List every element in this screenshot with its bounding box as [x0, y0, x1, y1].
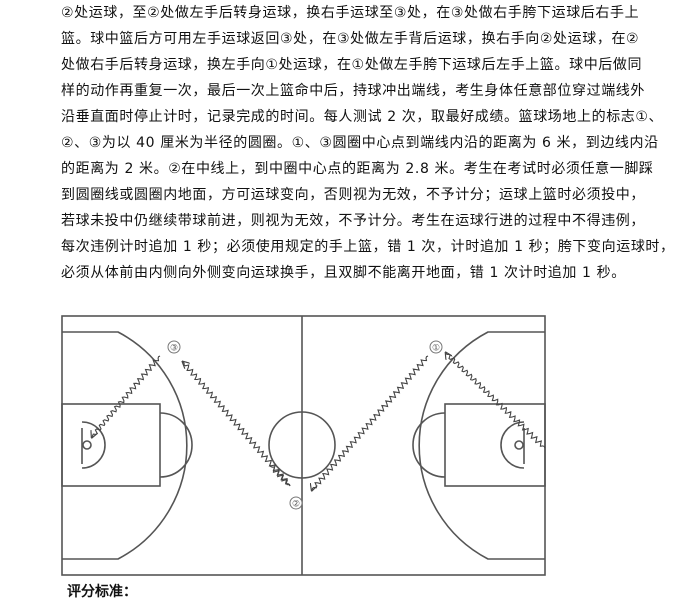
marker-circle-icon [429, 340, 443, 354]
paragraph-line: ②、③为以 40 厘米为半径的圆圈。①、③圆圈中心点到端线内沿的距离为 6 米，… [61, 135, 659, 151]
paragraph-line: 若球未投中仍继续带球前进，则视为无效，不予计分。考生在运球行进的过程中不得违例， [61, 213, 645, 229]
marker-3: ③ [167, 340, 181, 354]
dribble-path-3-to-left-basket [92, 355, 161, 437]
right-hoop [514, 440, 524, 450]
dribble-path-1-to-2 [312, 355, 429, 490]
paragraph-line: 样的动作再重复一次，最后一次上篮命中后，持球冲出端线，考生身体任意部位穿过端线外 [61, 83, 645, 99]
marker-1-label: ① [432, 344, 440, 354]
right-restricted-arc [500, 421, 525, 469]
right-three-point-arc [418, 331, 545, 560]
paragraph-line: 篮。球中篮后方可用左手运球返回③处，在③处做左手背后运球，换右手向②处运球，在② [61, 31, 640, 47]
right-key [444, 403, 546, 487]
paragraph-line: 必须从体前由内侧向外侧变向运球换手，且双脚不能离开地面，错 1 次计时追加 1 … [61, 265, 626, 281]
scoring-criteria-heading: 评分标准： [67, 584, 137, 600]
paragraph-line: 到圆圈线或圆圈内地面，方可运球变向，否则视为无效，不予计分；运球上篮时必须投中， [61, 187, 645, 203]
instructions-paragraph: ②处运球，至②处做左手后转身运球，换右手运球至③处，在③处做右手胯下运球后右手上… [61, 0, 675, 286]
left-restricted-arc [81, 421, 106, 469]
left-three-point-arc [62, 331, 188, 560]
left-free-throw-arc [159, 412, 193, 478]
dribble-path-center-to-2-left [269, 464, 291, 487]
marker-2: ② [289, 496, 303, 510]
marker-circle-icon [167, 340, 181, 354]
marker-2-label: ② [292, 500, 300, 510]
marker-circle-icon [289, 496, 303, 510]
paragraph-line: ②处运球，至②处做左手后转身运球，换右手运球至③处，在③处做右手胯下运球后右手上 [61, 5, 640, 21]
left-hoop [82, 440, 92, 450]
paragraph-line: 沿垂直面时停止计时，记录完成的时间。每人测试 2 次，取最好成绩。篮球场地上的标… [61, 109, 664, 125]
center-circle [268, 411, 336, 479]
paragraph-line: 的距离为 2 米。②在中线上，到中圈中心点的距离为 2.8 米。考生在考试时必须… [61, 161, 654, 177]
marker-1: ① [429, 340, 443, 354]
marker-3-label: ③ [170, 344, 178, 354]
dribble-path-2-to-3 [183, 362, 291, 487]
left-key [61, 403, 161, 487]
dribble-path-right-basket-to-1 [446, 353, 546, 449]
court-boundary [61, 315, 546, 576]
paragraph-line: 处做右手后转身运球，换左手向①处运球，在①处做左手胯下运球后左手上篮。球中后做同 [61, 57, 643, 73]
paragraph-line: 每次违例计时追加 1 秒；必须使用规定的手上篮，错 1 次，计时追加 1 秒；胯… [61, 239, 675, 255]
right-free-throw-arc [412, 412, 446, 478]
